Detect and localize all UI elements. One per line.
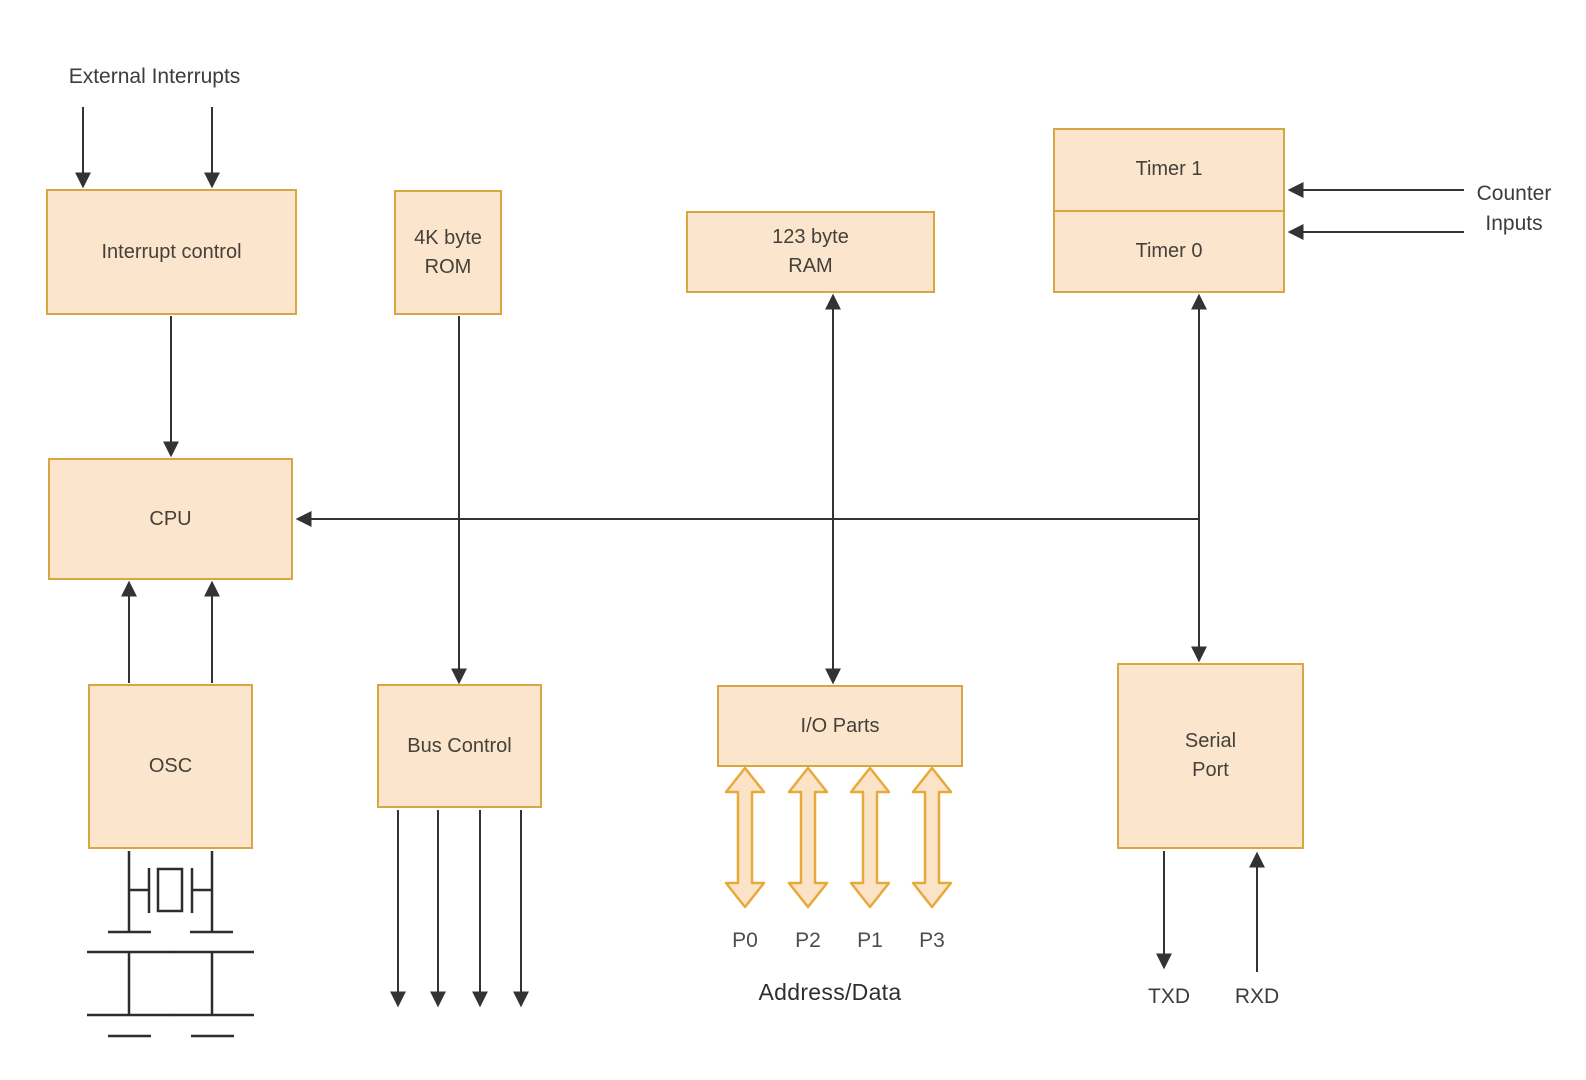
timer1-cell: Timer 1 (1055, 130, 1283, 212)
timer0-label: Timer 0 (1135, 239, 1203, 262)
ram-box: 123 byte RAM (686, 211, 935, 293)
timer0-cell: Timer 0 (1055, 212, 1283, 292)
bus-control-box: Bus Control (377, 684, 542, 808)
rom-label-line2: ROM (424, 255, 472, 278)
external-interrupts-label: External Interrupts (68, 65, 241, 88)
counter-inputs-line1: Counter (1476, 182, 1552, 205)
txd-label: TXD (1148, 985, 1190, 1008)
port-label-p2: P2 (795, 929, 821, 952)
port-arrow-p2 (787, 766, 829, 909)
bus-control-label: Bus Control (407, 734, 512, 757)
osc-box: OSC (88, 684, 253, 849)
io-parts-label: I/O Parts (800, 714, 880, 737)
port-label-p0: P0 (732, 929, 758, 952)
ram-label-line2: RAM (788, 255, 833, 277)
io-parts-box: I/O Parts (717, 685, 963, 767)
osc-label: OSC (148, 755, 193, 777)
rom-label-line1: 4K byte (414, 226, 482, 249)
port-arrow-p3 (911, 766, 953, 909)
cpu-box: CPU (48, 458, 293, 580)
rom-box: 4K byte ROM (394, 190, 502, 315)
timer-box: Timer 1 Timer 0 (1053, 128, 1285, 293)
serial-port-label-line2: Port (1192, 759, 1229, 781)
interrupt-control-label: Interrupt control (101, 240, 242, 263)
timer1-label: Timer 1 (1135, 158, 1203, 181)
counter-inputs-label: Counter Inputs (1456, 179, 1572, 240)
crystal-circuit (87, 851, 254, 1038)
cpu-label: CPU (149, 507, 192, 530)
io-port-bidirectional-arrows (724, 766, 953, 909)
port-label-p3: P3 (919, 929, 945, 952)
serial-port-label-line1: Serial (1184, 730, 1237, 752)
ram-label-line1: 123 byte (772, 226, 849, 248)
port-arrow-p1 (849, 766, 891, 909)
rxd-label: RXD (1234, 985, 1280, 1008)
serial-port-box: Serial Port (1117, 663, 1304, 849)
port-label-p1: P1 (857, 929, 883, 952)
interrupt-control-box: Interrupt control (46, 189, 297, 315)
address-data-label: Address/Data (758, 979, 902, 1005)
counter-inputs-line2: Inputs (1485, 212, 1543, 236)
port-arrow-p0 (724, 766, 766, 909)
